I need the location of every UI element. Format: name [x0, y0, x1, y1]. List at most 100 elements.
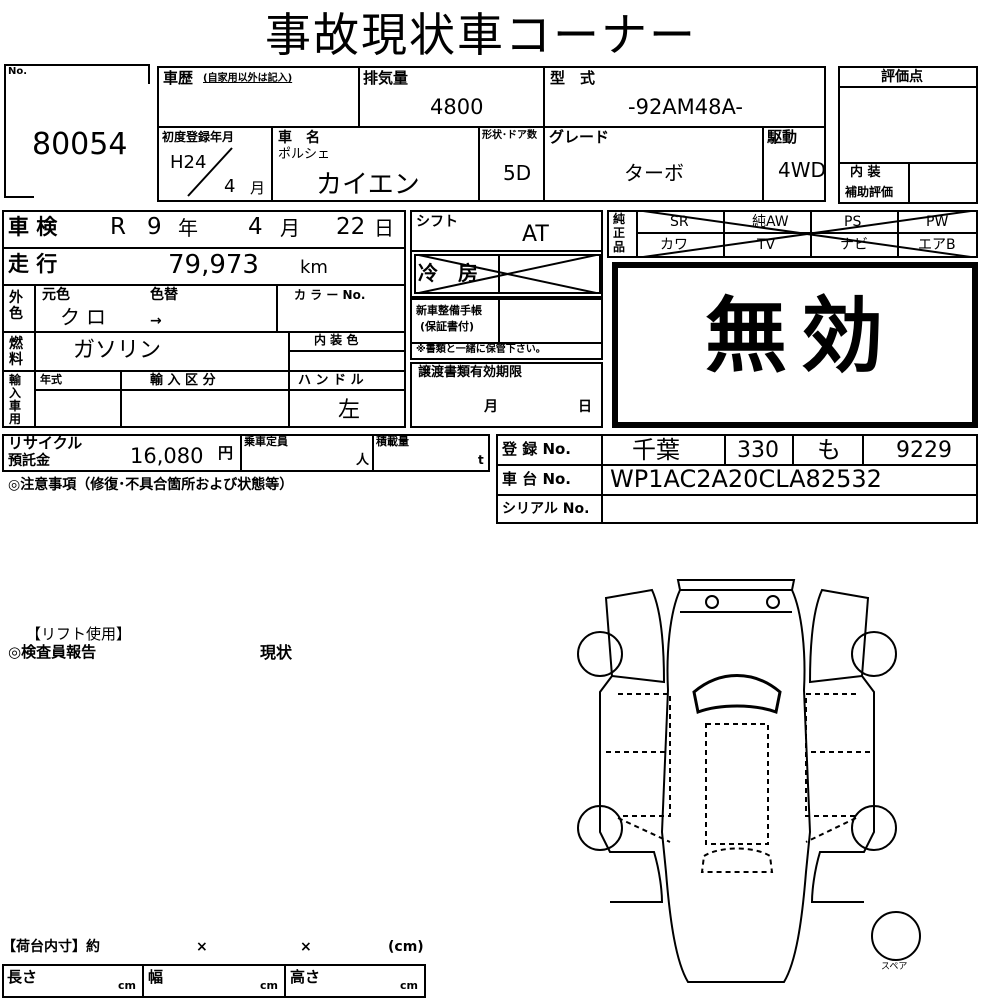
shift-label: シフト — [416, 214, 458, 230]
cargo-width-label: 幅 — [148, 968, 164, 986]
top-info-grid — [157, 66, 826, 202]
displacement-label: 排気量 — [363, 69, 409, 87]
notes-header: ◎注意事項（修復･不具合箇所および状態等） — [8, 477, 294, 493]
first-reg-year: H24 — [170, 152, 207, 173]
inspection-label: 車 検 — [8, 215, 58, 239]
handle-value: 左 — [338, 398, 361, 423]
aux-rating-label: 補助評価 — [845, 185, 894, 199]
shift-box — [410, 210, 603, 298]
equip-aw: 純AW — [752, 214, 789, 230]
rating-label: 評価点 — [881, 69, 923, 85]
recycle-unit: 円 — [218, 444, 234, 462]
color-code-label: カ ラ ー No. — [294, 288, 366, 302]
aircon-box — [414, 254, 601, 294]
registration-box — [496, 434, 978, 524]
recycle-value: 16,080 — [130, 444, 204, 468]
vehicle-details-grid — [2, 210, 406, 428]
serial-label: シリアル No. — [502, 501, 590, 517]
service-box — [410, 298, 603, 360]
import-year-label: 年式 — [40, 373, 62, 386]
grade-value: ターボ — [624, 161, 684, 185]
inspection-day-unit: 日 — [374, 216, 394, 240]
lot-number: 80054 — [32, 127, 128, 162]
aircon-label: 冷 房 — [418, 261, 478, 285]
history-label: 車歴 — [163, 69, 194, 87]
service-note: ※書類と一緒に保管下さい。 — [416, 344, 546, 355]
equipment-cross — [636, 210, 978, 258]
cargo-height-label: 高さ — [290, 968, 321, 986]
cargo-height-unit: cm — [400, 979, 418, 992]
import-label: 輸入車用 — [9, 373, 22, 426]
equip-sr: SR — [670, 214, 689, 230]
aircon-cross — [414, 254, 601, 294]
cargo-x2: × — [300, 939, 312, 955]
color-arrow: → — [150, 313, 162, 329]
invalid-stamp-box — [612, 262, 978, 428]
interior-rating-label: 内 装 — [850, 165, 881, 180]
registration-kana: も — [817, 436, 841, 464]
cargo-unit-header: (cm) — [388, 939, 424, 955]
transfer-box — [410, 362, 603, 428]
service-label: 新車整備手帳 — [416, 304, 482, 317]
chassis-value: WP1AC2A20CLA82532 — [610, 465, 882, 493]
equipment-label: 純正品 — [613, 212, 626, 254]
grade-label: グレード — [549, 128, 610, 146]
cargo-length-label: 長さ — [7, 968, 38, 986]
transfer-month-unit: 月 — [484, 399, 498, 415]
history-note: (自家用以外は記入) — [203, 73, 293, 84]
body-value: 5D — [503, 161, 532, 185]
drive-value: 4WD — [778, 158, 826, 182]
transfer-label: 譲渡書類有効期限 — [418, 365, 523, 380]
car-maker: ポルシェ — [278, 147, 331, 162]
change-color-label: 色替 — [150, 287, 178, 303]
recycle-label-2: 預託金 — [8, 453, 50, 469]
invalid-stamp: 無効 — [705, 289, 898, 384]
registration-label: 登 録 No. — [502, 440, 572, 458]
first-reg-month: 4 — [224, 176, 236, 197]
inspection-era: R — [110, 214, 126, 240]
inspector-label: ◎検査員報告 — [8, 643, 97, 661]
exterior-color-label: 外色 — [9, 290, 23, 322]
recycle-label: リサイクル — [8, 434, 83, 452]
interior-color-label: 内 装 色 — [314, 333, 359, 347]
registration-region: 千葉 — [632, 436, 680, 464]
registration-class-no: 330 — [737, 438, 779, 463]
cargo-dimensions-box — [2, 964, 426, 998]
load-unit: t — [478, 453, 484, 467]
car-name-label: 車 名 — [278, 130, 320, 146]
equip-ps: PS — [844, 214, 862, 230]
equipment-box — [607, 210, 978, 258]
inspection-month-unit: 月 — [280, 216, 300, 240]
inspector-value: 現状 — [260, 643, 293, 662]
lot-label: No. — [8, 66, 28, 77]
cargo-length-unit: cm — [118, 979, 136, 992]
page-title: 事故現状車コーナー — [265, 8, 697, 62]
first-reg-month-unit: 月 — [250, 179, 266, 197]
spare-label: スペア — [881, 962, 908, 972]
equip-tv: TV — [757, 237, 776, 253]
car-name-value: カイエン — [316, 170, 420, 200]
lot-box: No. 80054 — [4, 64, 150, 198]
orig-color-label: 元色 — [42, 287, 70, 303]
fuel-value: ガソリン — [73, 338, 162, 363]
inspection-month: 4 — [248, 214, 263, 240]
cargo-header: 【荷台内寸】約 — [2, 939, 100, 955]
capacity-unit: 人 — [356, 453, 370, 468]
displacement-value: 4800 — [430, 95, 484, 119]
handle-label: ハ ン ド ル — [298, 373, 364, 388]
car-damage-diagram — [577, 579, 921, 983]
inspection-year-unit: 年 — [178, 216, 198, 240]
inspection-year: 9 — [147, 214, 162, 240]
import-class-label: 輸 入 区 分 — [150, 373, 216, 388]
recycle-row — [2, 434, 490, 472]
shift-value: AT — [522, 222, 549, 247]
cargo-width-unit: cm — [260, 979, 278, 992]
service-sub: (保証書付) — [420, 320, 475, 333]
registration-number: 9229 — [896, 438, 952, 463]
equip-airbag: エアB — [918, 237, 956, 253]
load-label: 積載量 — [376, 435, 409, 448]
fuel-label: 燃料 — [9, 336, 23, 368]
inspection-day: 22 — [336, 214, 366, 240]
drive-label: 駆動 — [767, 128, 798, 146]
first-reg-slash — [187, 147, 233, 197]
